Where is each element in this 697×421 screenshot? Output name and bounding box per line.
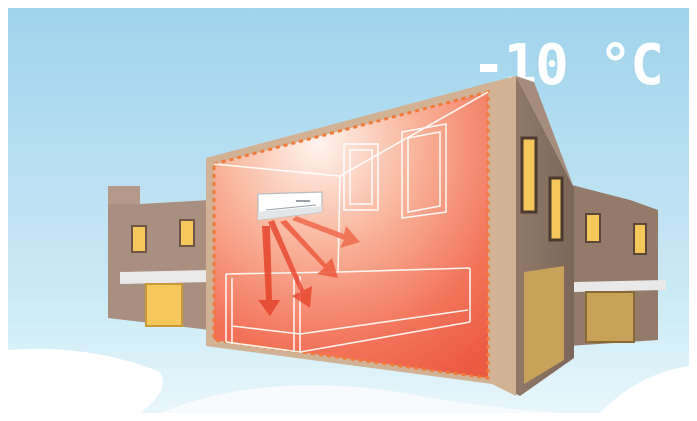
right-house-window-1 [586, 214, 600, 242]
right-house-awning [574, 280, 666, 292]
left-house-awning [120, 270, 210, 284]
left-house-window-1 [132, 226, 146, 252]
left-house-door [146, 284, 182, 326]
right-house-window-2 [634, 224, 646, 254]
left-house [108, 186, 210, 330]
side-window-1 [522, 138, 536, 212]
left-house-chimney [108, 186, 140, 204]
right-house [568, 184, 666, 346]
right-house-door [586, 292, 634, 342]
side-window-2 [550, 178, 562, 240]
left-house-window-2 [180, 220, 194, 246]
